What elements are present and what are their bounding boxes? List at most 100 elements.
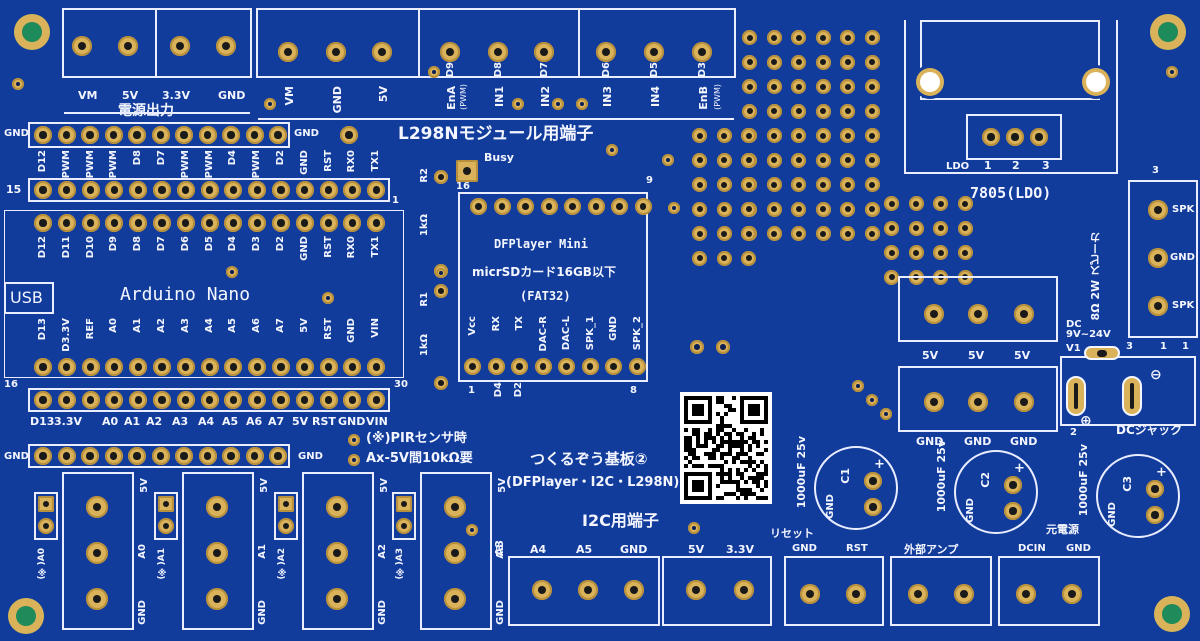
terminal-pad	[326, 542, 348, 564]
header-pad	[340, 126, 358, 144]
motor-pin-label: D9	[445, 62, 456, 78]
board-subtitle: (DFPlayer・I2C・L298N)	[506, 475, 680, 490]
dfplayer-pad	[564, 198, 581, 215]
qr-module	[744, 496, 748, 500]
terminal-pad	[686, 580, 706, 600]
nano-pin-label: D5	[203, 236, 215, 252]
terminal-pad	[326, 496, 348, 518]
qr-module	[756, 444, 760, 448]
qr-module	[704, 436, 708, 440]
qr-module	[692, 452, 696, 456]
qr-module	[756, 496, 760, 500]
nano-pin-pad	[367, 214, 386, 232]
proto-pad	[908, 220, 924, 236]
nano-pin-pad	[129, 391, 148, 409]
motor-pin-label: GND	[331, 86, 344, 114]
pin-number: 3	[1152, 165, 1159, 176]
gnd-label: GND	[294, 128, 319, 139]
jumper-outline	[274, 492, 298, 540]
qr-module	[688, 444, 692, 448]
qr-module	[724, 404, 728, 408]
capacitor-plus: +	[874, 457, 885, 472]
pin-number: 16	[4, 379, 18, 390]
qr-module	[764, 484, 768, 488]
nano-pin-pad	[343, 358, 362, 376]
terminal-pad	[170, 36, 190, 56]
qr-module	[736, 488, 740, 492]
proto-pad	[933, 220, 948, 236]
nano-pin-pad	[81, 391, 100, 409]
speaker-pin: SPK	[1172, 300, 1195, 311]
qr-module	[720, 436, 724, 440]
sensor-pin-label: 5V	[259, 478, 270, 493]
qr-module	[744, 468, 748, 472]
ldo-pad	[982, 128, 1000, 146]
speaker-terminal	[1128, 180, 1198, 338]
dfplayer-pad	[517, 198, 534, 215]
qr-module	[752, 492, 756, 496]
ldo-pad	[1006, 128, 1024, 146]
sensor-terminal	[182, 472, 254, 630]
pir-note-line2: Ax-5V間10kΩ要	[366, 451, 473, 466]
header-pin-label: PWM	[108, 150, 120, 179]
dfplayer-pin-label: GND	[608, 316, 619, 341]
5v-terminal	[898, 276, 1058, 342]
qr-module	[692, 448, 696, 452]
terminal-pad	[118, 36, 138, 56]
jumper-pad	[38, 496, 54, 512]
qr-module	[708, 456, 712, 460]
pin-number: 16	[456, 181, 470, 192]
nano-pin-pad	[34, 181, 52, 199]
nano-pin-pad	[129, 214, 148, 232]
header-pad	[34, 126, 52, 144]
terminal-pad	[846, 584, 866, 604]
qr-module	[760, 432, 764, 436]
header-pad	[269, 126, 287, 144]
nano-pin-label: RST	[322, 236, 334, 258]
nano-pin-pad	[200, 181, 219, 199]
qr-module	[740, 492, 744, 496]
terminal-pad	[278, 42, 298, 62]
terminal-pad	[326, 42, 346, 62]
nano-pin-pad	[367, 391, 386, 409]
nano-pin-pad	[81, 358, 100, 376]
dcjack-plus: ⊕	[1080, 413, 1092, 429]
gnd-label: GND	[4, 451, 29, 462]
terminal-pad	[1014, 304, 1034, 324]
qr-module	[712, 464, 716, 468]
header-pin-label: D4	[227, 150, 239, 166]
qr-module	[692, 456, 696, 460]
qr-module	[756, 476, 760, 480]
proto-pad	[791, 54, 806, 70]
dcjack-pin	[1084, 346, 1120, 360]
qr-module	[708, 452, 712, 456]
qr-module	[728, 472, 732, 476]
qr-module	[724, 412, 728, 416]
nano-pin-pad	[200, 214, 219, 232]
nano-pin-pad	[295, 214, 314, 232]
qr-module	[720, 464, 724, 468]
proto-pad	[840, 128, 855, 143]
resistor-pad	[434, 170, 448, 184]
dfplayer-title: DFPlayer Mini	[494, 237, 588, 251]
qr-module	[740, 472, 744, 476]
qr-module	[720, 456, 724, 460]
qr-module	[748, 492, 752, 496]
header-pad	[175, 447, 193, 465]
gnd-label: GND	[4, 128, 29, 139]
proto-pad	[716, 177, 732, 192]
motor-pin-label: VM	[283, 86, 296, 106]
capacitor-pad	[1146, 480, 1164, 498]
proto-pad	[815, 128, 831, 143]
proto-pad	[692, 177, 707, 192]
mounting-hole-bottom-right	[1154, 596, 1190, 632]
busy-label: Busy	[484, 151, 514, 164]
terminal-pad	[624, 580, 644, 600]
nano-title: Arduino Nano	[120, 284, 251, 305]
pin-number: 30	[394, 379, 408, 390]
qr-module	[724, 452, 728, 456]
via	[852, 380, 864, 392]
qr-module	[748, 436, 752, 440]
nano-pin-pad	[176, 358, 195, 376]
speaker-pin: SPK	[1172, 204, 1195, 215]
